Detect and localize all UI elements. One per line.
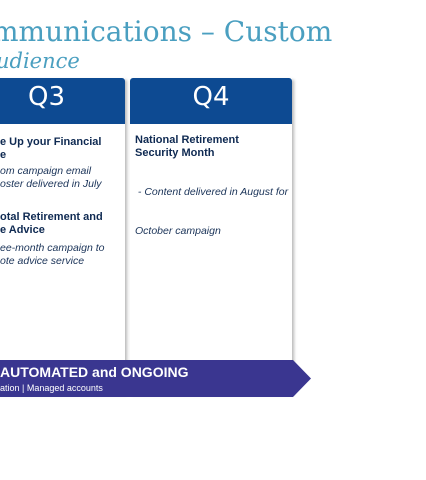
q3-item-2-title: otal Retirement and e Advice [0,211,103,236]
column-q4-header: Q4 [130,78,292,124]
column-q4: Q4 National Retirement Security Month - … [130,78,292,393]
q3-item-2-desc: ee-month campaign to ote advice service [0,242,105,267]
slide-title: mmunications – Custom [0,15,333,48]
banner-arrow-shape [0,360,311,397]
q3-item-1-desc: om campaign email oster delivered in Jul… [0,165,102,190]
column-q3: Q3 e Up your Financial e om campaign ema… [0,78,125,393]
q3-item-1-title: e Up your Financial e [0,136,102,161]
automated-banner: AUTOMATED and ONGOING ation | Managed ac… [0,360,311,397]
slide-subtitle: udience [0,49,80,73]
q4-item-1-desc: - Content delivered in August for Octobe… [135,186,289,237]
banner-subtitle: ation | Managed accounts [0,383,103,393]
column-q3-header: Q3 [0,78,125,124]
q4-item-1-title: National Retirement Security Month [135,134,239,159]
banner-title: AUTOMATED and ONGOING [0,364,189,380]
